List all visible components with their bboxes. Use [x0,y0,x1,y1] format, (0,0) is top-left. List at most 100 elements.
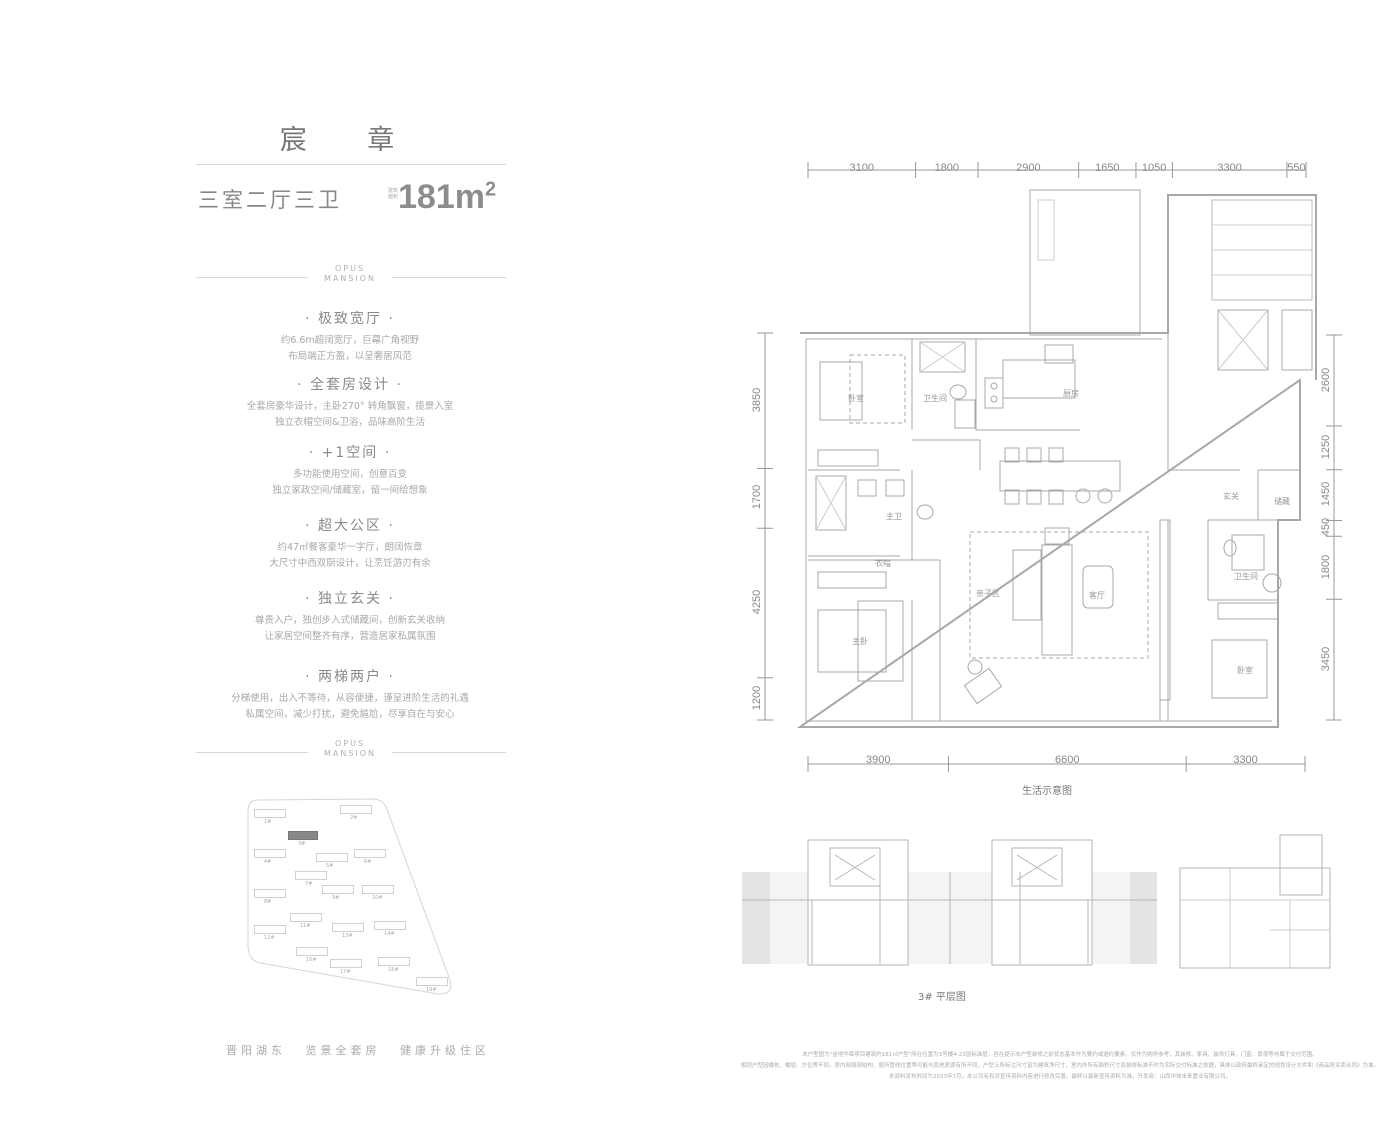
building-label: 2# [350,815,358,821]
disclaimer: 本户型图为"金地华章项目建筑约181㎡户型"所在位置为3号楼4-23层标准层，旨… [720,1050,1400,1083]
feature-title: · 极致宽厅 · [305,311,395,327]
building-footprint [254,925,286,934]
dimension-label: 550 [1287,162,1306,174]
site-map: 1#2#3#4#5#6#7#8#9#10#11#12#13#14#16#17#1… [240,795,470,1005]
feature-title: · 独立玄关 · [305,591,395,607]
building-label: 1# [264,819,272,825]
building-footprint [316,853,348,862]
room-label-closet: 衣帽 [875,559,891,568]
floor-plan-caption: 生活示意图 [1022,786,1072,797]
room-label-bathroom-2: 卫生间 [1234,572,1258,581]
footer-slogan: 晋阳湖东 览景全套房 健康升级住区 [226,1044,490,1057]
divider [392,752,506,753]
building-label: 9# [332,895,340,901]
building-label: 7# [305,881,313,887]
room-label-master-bedroom: 主卧 [852,637,868,646]
building-label: 11# [300,923,311,929]
feature-text: 分梯使用，出入不等待，从容便捷，谨呈进阶生活的礼遇 [231,693,469,704]
feature-title: · 超大公区 · [305,518,395,534]
building-footprint [416,977,448,986]
building-footprint [254,889,286,898]
divider [392,277,506,278]
feature-block: · 独立玄关 · 尊贵入户，独创步入式储藏间，创新玄关收纳让家居空间整齐有序，营造… [190,588,510,645]
room-label-storage: 储藏 [1274,497,1290,506]
feature-block: · 两梯两户 · 分梯使用，出入不等待，从容便捷，谨呈进阶生活的礼遇私属空间，减少… [190,666,510,723]
dimension-lines [757,162,1342,772]
building-footprint [354,849,386,858]
building-footprint [290,913,322,922]
disclaimer-line: 本资料发布时间为2023年7月，本公司有权对宣传资料内容进行修改完善，最终以最新… [888,1074,1231,1080]
building-label: 8# [264,899,272,905]
feature-text: 尊贵入户，独创步入式储藏间，创新玄关收纳 [254,615,445,626]
feature-text: 独立衣帽空间&卫浴，品味高阶生活 [275,417,425,428]
room-label-living: 客厅 [1089,591,1105,600]
brand-line: OPUS [334,739,366,748]
building-label: 16# [306,957,317,963]
building-footprint [322,885,354,894]
feature-block: · 极致宽厅 · 约6.6m超阔宽厅，巨幕广角视野布局端正方盈，以呈奢居风范 [190,308,510,365]
area-unit: 2 [484,178,497,201]
unit-layout: 三室二厅三卫 [198,188,342,212]
brand-line: MANSION [323,274,377,283]
feature-text: 全套房豪华设计，主卧270° 转角飘窗，揽景入室 [246,401,454,412]
feature-block: · +1空间 ·多功能使用空间，创意百变独立家政空间/储藏室，留一间给想象 [190,442,510,499]
project-name: 宸 章 [279,125,421,156]
feature-text: 布局端正方盈，以呈奢居风范 [288,351,412,362]
room-label-bathroom-1: 卫生间 [923,394,947,403]
feature-block: · 全套房设计 ·全套房豪华设计，主卧270° 转角飘窗，揽景入室独立衣帽空间&… [190,374,510,431]
dimension-label: 3300 [1233,754,1258,766]
building-footprint [288,831,318,840]
room-label-bedroom-2: 卧室 [848,394,864,403]
building-footprint [295,871,327,880]
area-label: 建筑面积 [388,188,399,200]
building-label: 19# [426,987,437,993]
building-footprint [378,957,410,966]
site-boundary [247,798,452,995]
feature-text: 私属空间，减少打扰，避免尴尬，尽享自在与安心 [245,709,455,720]
building-footprint [340,805,372,814]
dimension-label: 1050 [1141,162,1167,174]
building-label: 4# [264,859,272,865]
feature-text: 大尺寸中西双厨设计，让烹饪游刃有余 [269,558,431,569]
feature-title: · +1空间 · [308,445,392,461]
divider [196,164,506,165]
building-label: 10# [372,895,383,901]
feature-text: 约47㎡餐客豪华一字厅，朗阔恢章 [277,542,423,553]
divider [196,752,308,753]
room-label-kitchen: 厨房 [1063,389,1079,398]
feature-text: 独立家政空间/储藏室，留一间给想象 [272,485,428,496]
building-label: 18# [388,967,399,973]
feature-title: · 两梯两户 · [305,669,395,685]
dimension-label: 1650 [1095,162,1120,174]
dimension-label: 2900 [1016,162,1041,174]
room-label-bedroom-3: 卧室 [1237,666,1253,675]
building-footprint [332,923,364,932]
disclaimer-line: 本户型图为"金地华章项目建筑约181㎡户型"所在位置为3号楼4-23层标准层，旨… [802,1052,1318,1058]
building-label: 5# [326,863,334,869]
room-label-foyer: 玄关 [1223,492,1239,501]
feature-text: 让家居空间整齐有序，营造居家私属氛围 [264,631,436,642]
feature-text: 约6.6m超阔宽厅，巨幕广角视野 [280,335,420,346]
floor-overview-caption: 3# 平层图 [918,992,966,1003]
disclaimer-line: 相同户型因楼栋、楼层、方位等不同，房内部局部结构、窗所管线位置等可能与其他房源有… [740,1063,1379,1069]
room-label-family-zone: 亲子区 [976,589,1000,598]
building-footprint [254,809,286,818]
dimension-label: 1800 [934,162,960,174]
brand-line: OPUS [334,264,366,273]
building-footprint [374,921,406,930]
dimension-label: 3100 [849,162,875,174]
building-footprint [254,849,286,858]
building-label: 12# [264,935,275,941]
building-label: 17# [340,969,351,975]
divider [196,277,308,278]
building-label: 3# [298,841,306,847]
dimension-label: 3300 [1217,162,1242,174]
building-footprint [330,959,362,968]
dimension-label: 3900 [865,754,891,766]
building-footprint [296,947,328,956]
building-label: 6# [364,859,372,865]
